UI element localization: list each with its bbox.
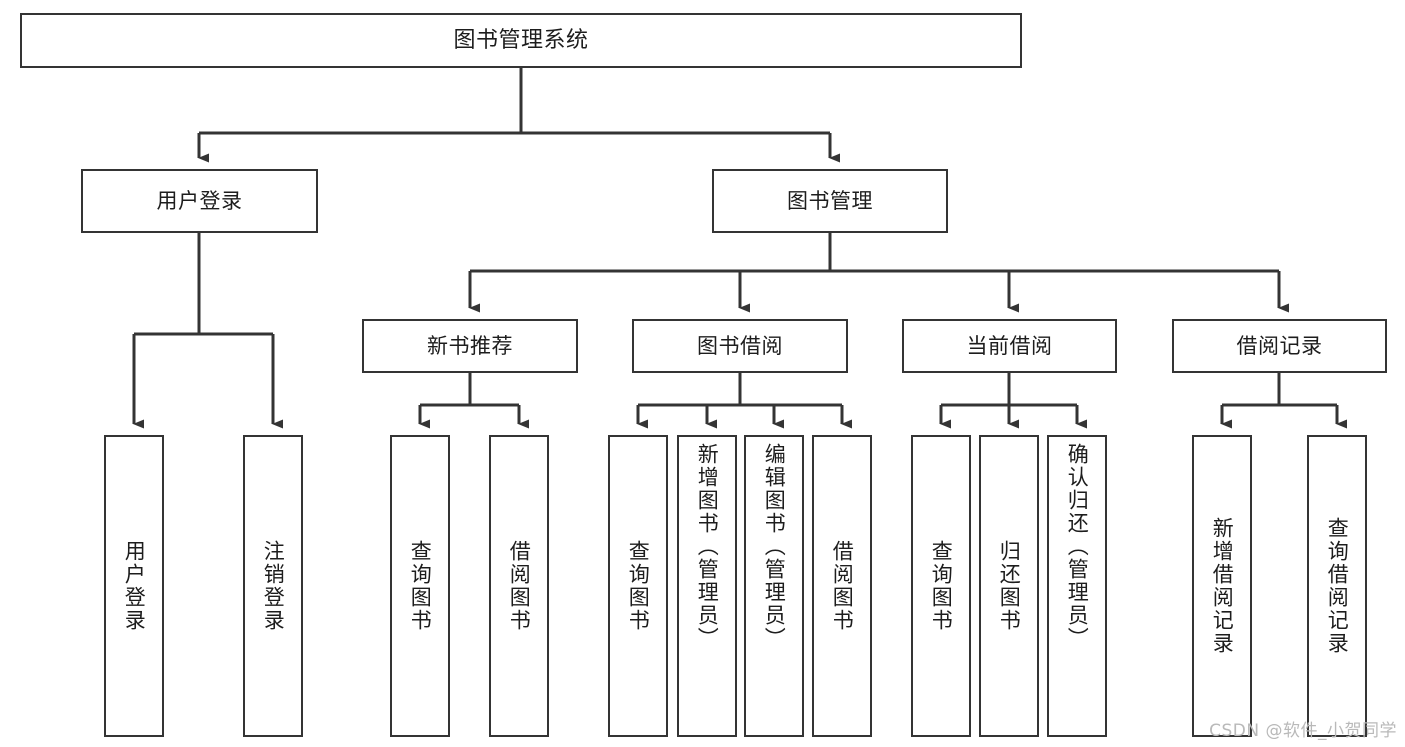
node-leaf-book-borrow-add[interactable]: 新增图书（管理员） [677, 435, 737, 737]
node-leaf-user-login-logout-label: 注销登录 [261, 540, 286, 632]
node-leaf-borrow-record-add-label: 新增借阅记录 [1210, 517, 1235, 655]
node-leaf-book-borrow-query[interactable]: 查询图书 [608, 435, 668, 737]
node-new-book-recommend-label: 新书推荐 [427, 333, 513, 358]
node-leaf-new-book-borrow[interactable]: 借阅图书 [489, 435, 549, 737]
node-leaf-book-borrow-edit-label: 编辑图书（管理员） [762, 443, 787, 650]
node-borrow-record[interactable]: 借阅记录 [1172, 319, 1387, 373]
node-root-system-label: 图书管理系统 [453, 27, 589, 53]
node-root-system[interactable]: 图书管理系统 [20, 13, 1022, 68]
node-leaf-borrow-record-query[interactable]: 查询借阅记录 [1307, 435, 1367, 737]
node-leaf-book-borrow-edit[interactable]: 编辑图书（管理员） [744, 435, 804, 737]
node-leaf-new-book-query[interactable]: 查询图书 [390, 435, 450, 737]
node-book-borrow-label: 图书借阅 [697, 333, 783, 358]
node-leaf-new-book-borrow-label: 借阅图书 [507, 540, 532, 632]
node-user-login[interactable]: 用户登录 [81, 169, 318, 233]
node-leaf-new-book-query-label: 查询图书 [408, 540, 433, 632]
node-leaf-book-borrow-add-label: 新增图书（管理员） [695, 443, 720, 650]
node-leaf-current-borrow-return[interactable]: 归还图书 [979, 435, 1039, 737]
node-book-manage[interactable]: 图书管理 [712, 169, 948, 233]
node-leaf-borrow-record-query-label: 查询借阅记录 [1325, 517, 1350, 655]
node-leaf-current-borrow-query[interactable]: 查询图书 [911, 435, 971, 737]
node-current-borrow[interactable]: 当前借阅 [902, 319, 1117, 373]
node-leaf-user-login-login-label: 用户登录 [122, 540, 147, 632]
node-leaf-user-login-logout[interactable]: 注销登录 [243, 435, 303, 737]
node-leaf-current-borrow-confirm[interactable]: 确认归还（管理员） [1047, 435, 1107, 737]
node-leaf-current-borrow-confirm-label: 确认归还（管理员） [1065, 443, 1090, 650]
node-new-book-recommend[interactable]: 新书推荐 [362, 319, 578, 373]
node-leaf-book-borrow-query-label: 查询图书 [626, 540, 651, 632]
node-leaf-current-borrow-query-label: 查询图书 [929, 540, 954, 632]
node-book-borrow[interactable]: 图书借阅 [632, 319, 848, 373]
node-borrow-record-label: 借阅记录 [1236, 333, 1323, 358]
node-book-manage-label: 图书管理 [787, 188, 873, 213]
node-user-login-label: 用户登录 [156, 188, 243, 213]
node-leaf-user-login-login[interactable]: 用户登录 [104, 435, 164, 737]
node-leaf-current-borrow-return-label: 归还图书 [997, 540, 1022, 632]
node-leaf-book-borrow-borrow-label: 借阅图书 [830, 540, 855, 632]
node-leaf-borrow-record-add[interactable]: 新增借阅记录 [1192, 435, 1252, 737]
node-current-borrow-label: 当前借阅 [966, 333, 1053, 358]
node-leaf-book-borrow-borrow[interactable]: 借阅图书 [812, 435, 872, 737]
